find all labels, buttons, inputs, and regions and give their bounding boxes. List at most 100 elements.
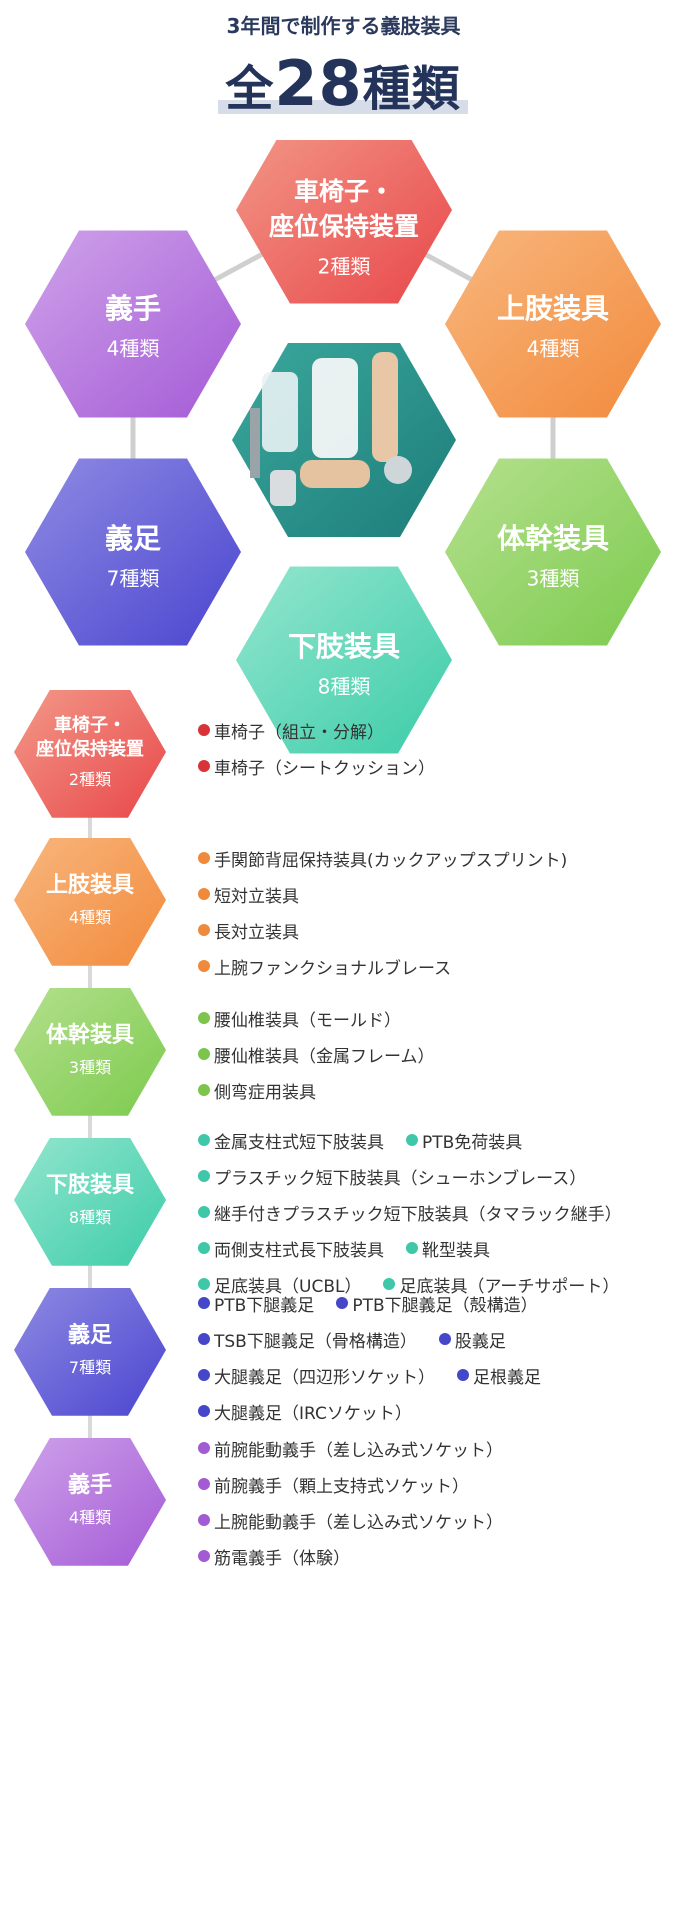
category-count: 7種類: [68, 1358, 112, 1378]
list-item: 上腕ファンクショナルブレース: [198, 954, 451, 979]
list-item: PTB免荷装具: [406, 1128, 522, 1153]
item-label: PTB下腿義足: [214, 1295, 315, 1316]
page-title: 全28種類: [225, 47, 460, 120]
item-label: 前腕能動義手（差し込み式ソケット）: [214, 1440, 503, 1461]
item-label: 前腕義手（顆上支持式ソケット）: [214, 1476, 469, 1497]
bullet-dot-icon: [406, 1242, 418, 1254]
bullet-dot-icon: [198, 1084, 210, 1096]
bullet-dot-icon: [336, 1297, 349, 1309]
item-line: 車椅子（シートクッション）: [198, 748, 457, 784]
bullet-dot-icon: [198, 924, 210, 936]
bullet-dot-icon: [198, 1297, 210, 1309]
item-line: 筋電義手（体験）: [198, 1538, 525, 1574]
category-hexagon-cluster: 車椅子・座位保持装置2種類上肢装具4種類体幹装具3種類下肢装具8種類義足7種類義…: [25, 140, 661, 754]
item-line: 腰仙椎装具（金属フレーム）: [198, 1036, 457, 1072]
list-item: 前腕能動義手（差し込み式ソケット）: [198, 1436, 503, 1461]
bullet-dot-icon: [198, 1478, 210, 1490]
bullet-dot-icon: [198, 760, 210, 772]
category-name: 義手: [67, 1472, 112, 1498]
item-label: プラスチック短下肢装具（シューホンブレース）: [214, 1168, 587, 1189]
bullet-dot-icon: [406, 1134, 418, 1146]
item-label: 股義足: [454, 1331, 506, 1352]
bullet-dot-icon: [198, 1242, 210, 1254]
bullet-dot-icon: [198, 852, 210, 864]
cluster-hex-name: 上肢装具: [497, 292, 609, 325]
item-label: 両側支柱式長下肢装具: [214, 1240, 384, 1261]
item-label: TSB下腿義足（骨格構造）: [214, 1331, 417, 1352]
bullet-dot-icon: [198, 1405, 210, 1417]
item-line: 足底装具（UCBL） 足底装具（アーチサポート）: [198, 1266, 644, 1302]
orthosis-photo-icon: [224, 336, 464, 544]
item-label: 大腿義足（四辺形ソケット）: [214, 1367, 435, 1388]
bullet-dot-icon: [198, 1048, 210, 1060]
list-item: 上腕能動義手（差し込み式ソケット）: [198, 1508, 503, 1533]
title-prefix: 全: [225, 60, 275, 117]
cluster-hex-count: 4種類: [107, 337, 160, 361]
bullet-dot-icon: [198, 960, 210, 972]
item-label: 車椅子（シートクッション）: [214, 758, 435, 779]
hexagon-shape: [445, 458, 661, 646]
cluster-hex-name: 車椅子・: [294, 177, 394, 206]
cluster-hex-count: 7種類: [107, 567, 160, 591]
list-item: 側弯症用装具: [198, 1078, 316, 1103]
list-item: 車椅子（組立・分解）: [198, 718, 384, 743]
item-label: 長対立装具: [214, 922, 299, 943]
item-line: 大腿義足（四辺形ソケット） 足根義足: [198, 1357, 563, 1393]
bullet-dot-icon: [198, 1442, 210, 1454]
bullet-dot-icon: [198, 1333, 210, 1345]
item-line: TSB下腿義足（骨格構造） 股義足: [198, 1321, 563, 1357]
item-line: 上腕能動義手（差し込み式ソケット）: [198, 1502, 525, 1538]
title-suffix: 種類: [362, 60, 461, 117]
list-item: 足底装具（アーチサポート）: [383, 1272, 619, 1297]
item-line: 長対立装具: [198, 912, 589, 948]
bullet-dot-icon: [198, 1278, 210, 1290]
cluster-hex-name: 義手: [105, 292, 161, 325]
list-item: 両側支柱式長下肢装具: [198, 1236, 384, 1261]
list-item: 大腿義足（四辺形ソケット）: [198, 1363, 435, 1388]
cluster-hex-name: 下肢装具: [288, 630, 400, 663]
item-label: PTB下腿義足（殻構造）: [352, 1295, 538, 1316]
cluster-hex-count: 3種類: [527, 567, 580, 591]
list-item: 長対立装具: [198, 918, 299, 943]
list-item: TSB下腿義足（骨格構造）: [198, 1327, 417, 1352]
category-count: 8種類: [68, 1208, 112, 1228]
item-label: 手関節背屈保持装具(カックアップスプリント): [214, 850, 568, 871]
category-name: 車椅子・: [54, 714, 126, 736]
category-name: 体幹装具: [45, 1022, 134, 1048]
item-label: 車椅子（組立・分解）: [214, 722, 384, 743]
bullet-dot-icon: [438, 1333, 451, 1345]
hexagon-shape: [25, 230, 241, 418]
item-label: 継手付きプラスチック短下肢装具（タマラック継手）: [214, 1204, 622, 1225]
cluster-hex-name: 座位保持装置: [269, 212, 419, 241]
bullet-dot-icon: [198, 724, 210, 736]
category-items: 前腕能動義手（差し込み式ソケット） 前腕義手（顆上支持式ソケット） 上腕能動義手（差…: [198, 1430, 525, 1574]
bullet-dot-icon: [198, 1369, 210, 1381]
item-label: 足根義足: [473, 1367, 541, 1388]
category-name: 義足: [67, 1322, 112, 1348]
title-block: 全28種類: [218, 47, 468, 120]
bullet-dot-icon: [383, 1278, 396, 1290]
item-label: 筋電義手（体験）: [214, 1548, 350, 1569]
list-item: 継手付きプラスチック短下肢装具（タマラック継手）: [198, 1200, 622, 1225]
bullet-dot-icon: [198, 888, 210, 900]
item-label: 靴型装具: [422, 1240, 490, 1261]
item-label: 足底装具（アーチサポート）: [399, 1276, 620, 1297]
item-label: 足底装具（UCBL）: [214, 1276, 362, 1297]
item-line: 手関節背屈保持装具(カックアップスプリント): [198, 840, 589, 876]
item-label: 上腕能動義手（差し込み式ソケット）: [214, 1512, 503, 1533]
item-label: 上腕ファンクショナルブレース: [214, 958, 452, 979]
category-count: 4種類: [68, 1508, 112, 1528]
category-hexagon: 義足 7種類: [14, 1288, 166, 1438]
item-line: 大腿義足（IRCソケット）: [198, 1393, 563, 1429]
list-item: 靴型装具: [406, 1236, 490, 1261]
list-item: 前腕義手（顆上支持式ソケット）: [198, 1472, 469, 1497]
item-label: 側弯症用装具: [214, 1082, 316, 1103]
list-item: 車椅子（シートクッション）: [198, 754, 435, 779]
item-label: 腰仙椎装具（金属フレーム）: [214, 1046, 435, 1067]
bullet-dot-icon: [198, 1170, 210, 1182]
